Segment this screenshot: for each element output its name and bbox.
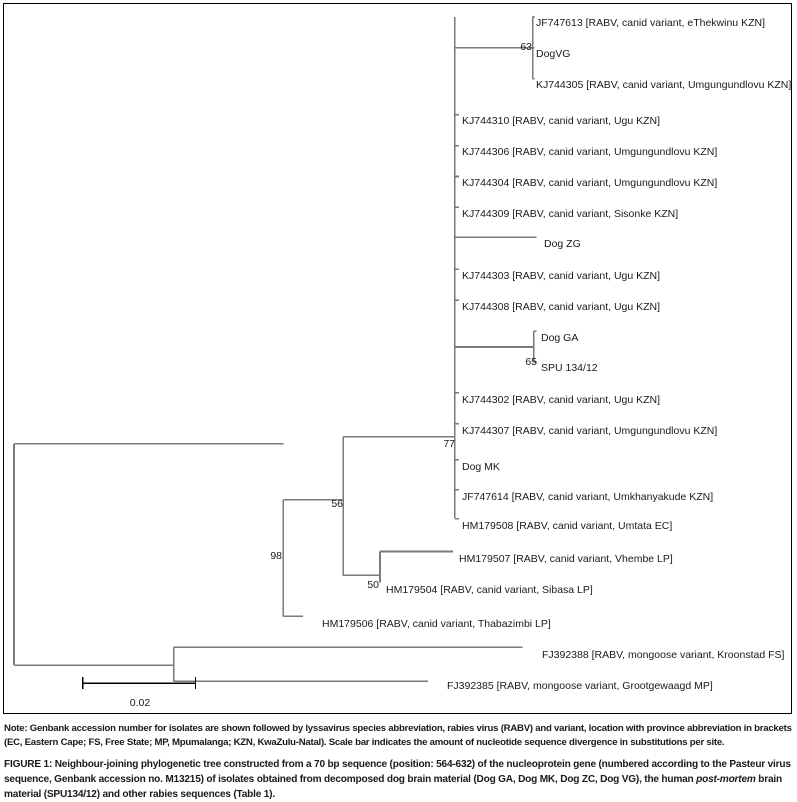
scale-bar — [82, 677, 197, 690]
tip-label-JF747613: JF747613 [RABV, canid variant, eThekwinu… — [536, 16, 765, 29]
figure-caption-italic: post-mortem — [696, 773, 756, 785]
tip-label-KJ744305: KJ744305 [RABV, canid variant, Umgungund… — [536, 78, 792, 91]
support-value-56: 56 — [331, 497, 343, 510]
tip-label-DogGA: Dog GA — [541, 331, 579, 344]
figure-caption-suffix: brain material (SPU134/12) and other rab… — [4, 773, 782, 800]
caption-block: Note: Genbank accession number for isola… — [4, 722, 793, 802]
tree-branches-canvas — [13, 16, 537, 690]
phylogenetic-tree-panel: JF747613 [RABV, canid variant, eThekwinu… — [3, 3, 792, 714]
tip-label-KJ744303: KJ744303 [RABV, canid variant, Ugu KZN] — [462, 269, 661, 282]
tip-label-HM179504: HM179504 [RABV, canid variant, Sibasa LP… — [386, 583, 593, 596]
figure-caption: FIGURE 1: Neighbour-joining phylogenetic… — [4, 758, 793, 802]
tip-label-HM179506: HM179506 [RABV, canid variant, Thabazimb… — [322, 617, 551, 630]
tip-label-DogMK: Dog MK — [462, 460, 500, 473]
tip-label-SPU134: SPU 134/12 — [541, 361, 598, 374]
tip-label-JF747614: JF747614 [RABV, canid variant, Umkhanyak… — [462, 490, 714, 503]
tip-label-KJ744308: KJ744308 [RABV, canid variant, Ugu KZN] — [462, 300, 661, 313]
support-value-77: 77 — [443, 437, 455, 450]
tip-label-KJ744304: KJ744304 [RABV, canid variant, Umgungund… — [462, 176, 718, 189]
support-value-63: 63 — [520, 40, 532, 53]
tip-label-KJ744307: KJ744307 [RABV, canid variant, Umgungund… — [462, 424, 718, 437]
tip-label-KJ744309: KJ744309 [RABV, canid variant, Sisonke K… — [462, 207, 679, 220]
tip-label-KJ744302: KJ744302 [RABV, canid variant, Ugu KZN] — [462, 393, 661, 406]
tip-label-HM179508: HM179508 [RABV, canid variant, Umtata EC… — [462, 519, 673, 532]
tip-label-HM179507: HM179507 [RABV, canid variant, Vhembe LP… — [459, 552, 673, 565]
support-value-50: 50 — [367, 578, 379, 591]
tip-label-FJ392385: FJ392385 [RABV, mongoose variant, Grootg… — [447, 679, 713, 692]
tip-label-DogVG: DogVG — [536, 47, 571, 60]
figure-note: Note: Genbank accession number for isola… — [4, 723, 792, 748]
tip-label-FJ392388: FJ392388 [RABV, mongoose variant, Kroons… — [542, 648, 785, 661]
support-value-65: 65 — [525, 355, 537, 368]
figure-caption-prefix: FIGURE 1: Neighbour-joining phylogenetic… — [4, 759, 791, 785]
tip-label-DogZG: Dog ZG — [544, 237, 581, 250]
tip-label-KJ744310: KJ744310 [RABV, canid variant, Ugu KZN] — [462, 114, 661, 127]
tip-label-KJ744306: KJ744306 [RABV, canid variant, Umgungund… — [462, 145, 718, 158]
support-value-98: 98 — [270, 549, 282, 562]
scale-bar-label: 0.02 — [129, 697, 151, 709]
